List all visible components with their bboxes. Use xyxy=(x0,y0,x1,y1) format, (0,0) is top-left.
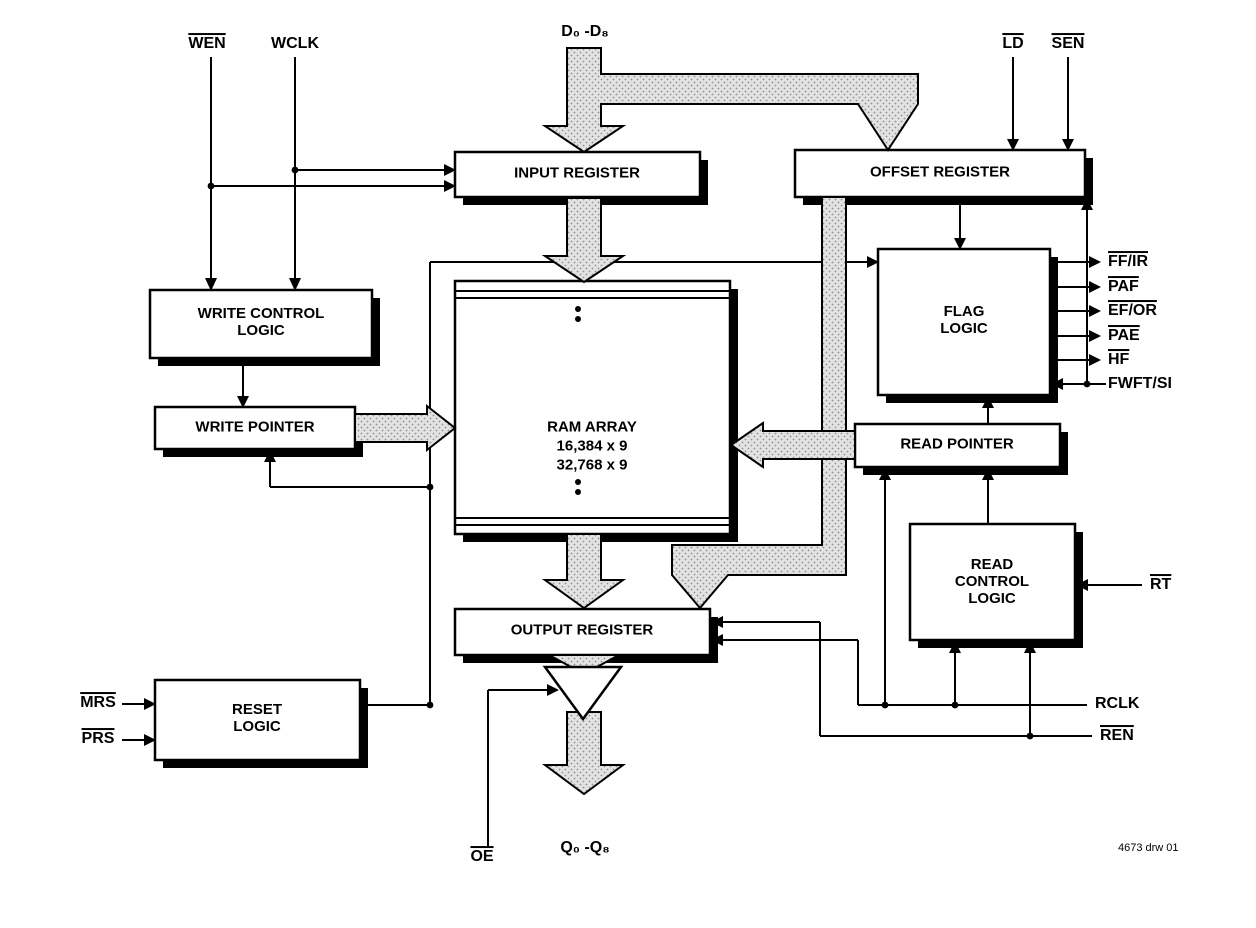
fwft-si-offset-arrowhead xyxy=(1081,198,1093,210)
wclk-arrowhead xyxy=(289,278,301,291)
prs-arrowhead xyxy=(144,734,156,746)
drawing-number: 4673 drw 01 xyxy=(1118,841,1179,854)
pae-arrowhead xyxy=(1089,330,1101,342)
label-oe: OE xyxy=(470,848,494,866)
hf-arrowhead xyxy=(1089,354,1101,366)
label-pae: PAE xyxy=(1108,327,1140,345)
read-pointer-box xyxy=(853,422,1062,469)
flag-logic-box xyxy=(876,247,1052,397)
output-buffer-triangle xyxy=(542,665,624,722)
ram-array-label: RAM ARRAY 16,384 x 9 32,768 x 9 xyxy=(547,418,637,475)
ram-array-ellipsis-dots xyxy=(575,306,581,495)
read-pointer-to-ram-bus xyxy=(729,421,856,469)
write-pointer-box xyxy=(153,405,357,451)
offset-register-box xyxy=(793,148,1087,199)
ram-array-size-1: 16,384 x 9 xyxy=(556,437,628,455)
rclk-output-register-arrowhead xyxy=(711,634,723,646)
wen-arrowhead xyxy=(205,278,217,291)
output-register-box xyxy=(453,607,712,657)
input-register-label: INPUT REGISTER xyxy=(514,164,640,182)
ff-ir-arrowhead xyxy=(1089,256,1101,268)
label-sen: SEN xyxy=(1051,35,1085,53)
label-ef-or: EF/OR xyxy=(1108,302,1157,320)
ram-array-box xyxy=(453,279,732,536)
label-d-bus: D₀ -D₈ xyxy=(561,23,609,41)
ren-output-register-arrowhead xyxy=(711,616,723,628)
write-control-logic-box xyxy=(148,288,374,360)
ram-array-title: RAM ARRAY xyxy=(547,418,637,436)
bypass-bus-to-output-register xyxy=(671,196,847,610)
read-control-logic-box xyxy=(908,522,1077,642)
label-prs: PRS xyxy=(81,730,115,748)
reset-logic-box xyxy=(153,678,362,762)
label-paf: PAF xyxy=(1108,278,1139,296)
label-ff-ir: FF/IR xyxy=(1108,253,1148,271)
reset-write-pointer-arrowhead xyxy=(264,450,276,462)
mrs-arrowhead xyxy=(144,698,156,710)
ram-to-output-register-bus xyxy=(541,533,627,610)
write-pointer-to-ram-bus xyxy=(354,403,457,453)
write-pointer-arrowhead xyxy=(237,396,249,408)
read-control-read-pointer-arrowhead xyxy=(982,468,994,480)
label-ren: REN xyxy=(1100,727,1134,745)
ram-array-detail xyxy=(455,290,730,526)
wclk-input-register-arrowhead xyxy=(444,164,456,176)
arrowheads xyxy=(144,139,1101,746)
label-rclk: RCLK xyxy=(1095,695,1140,713)
offset-flag-arrowhead xyxy=(954,238,966,250)
oe-arrowhead xyxy=(547,684,559,696)
wen-input-register-arrowhead xyxy=(444,180,456,192)
signal-lines xyxy=(122,57,1142,846)
reset-logic-label: RESET LOGIC xyxy=(231,701,282,735)
label-ld: LD xyxy=(1002,35,1024,53)
bus-arrows xyxy=(354,47,919,796)
input-register-box xyxy=(453,150,702,199)
output-register-to-buffer-bus xyxy=(548,654,620,676)
rt-arrowhead xyxy=(1076,579,1088,591)
label-q-bus: Q₀ -Q₈ xyxy=(560,839,610,857)
ram-array-size-2: 32,768 x 9 xyxy=(556,456,628,474)
write-control-logic-label: WRITE CONTROL LOGIC xyxy=(197,305,325,339)
label-mrs: MRS xyxy=(80,694,116,712)
ren-read-control-arrowhead xyxy=(1024,641,1036,653)
read-control-logic-label: READ CONTROL LOGIC xyxy=(954,555,1030,607)
input-register-to-ram-bus xyxy=(541,197,627,284)
label-wen: WEN xyxy=(188,35,226,53)
label-rt: RT xyxy=(1150,576,1172,594)
boxes xyxy=(148,148,1087,762)
offset-register-label: OFFSET REGISTER xyxy=(869,163,1011,181)
rclk-read-pointer-arrowhead xyxy=(879,468,891,480)
reset-flag-arrowhead xyxy=(867,256,879,268)
label-fwft-si: FWFT/SI xyxy=(1108,375,1172,393)
read-pointer-flag-arrowhead xyxy=(982,396,994,408)
ef-or-arrowhead xyxy=(1089,305,1101,317)
junction-dots xyxy=(207,166,1091,740)
label-wclk: WCLK xyxy=(271,35,319,53)
paf-arrowhead xyxy=(1089,281,1101,293)
sen-arrowhead xyxy=(1062,139,1074,151)
label-hf: HF xyxy=(1108,351,1130,369)
buffer-to-q-bus xyxy=(541,711,627,796)
d-bus-to-input-and-offset-register xyxy=(541,47,919,154)
output-register-label: OUTPUT REGISTER xyxy=(510,621,654,639)
read-pointer-label: READ POINTER xyxy=(900,435,1014,453)
write-pointer-label: WRITE POINTER xyxy=(195,418,315,436)
flag-logic-label: FLAG LOGIC xyxy=(940,303,988,337)
rclk-read-control-arrowhead xyxy=(949,641,961,653)
ld-arrowhead xyxy=(1007,139,1019,151)
